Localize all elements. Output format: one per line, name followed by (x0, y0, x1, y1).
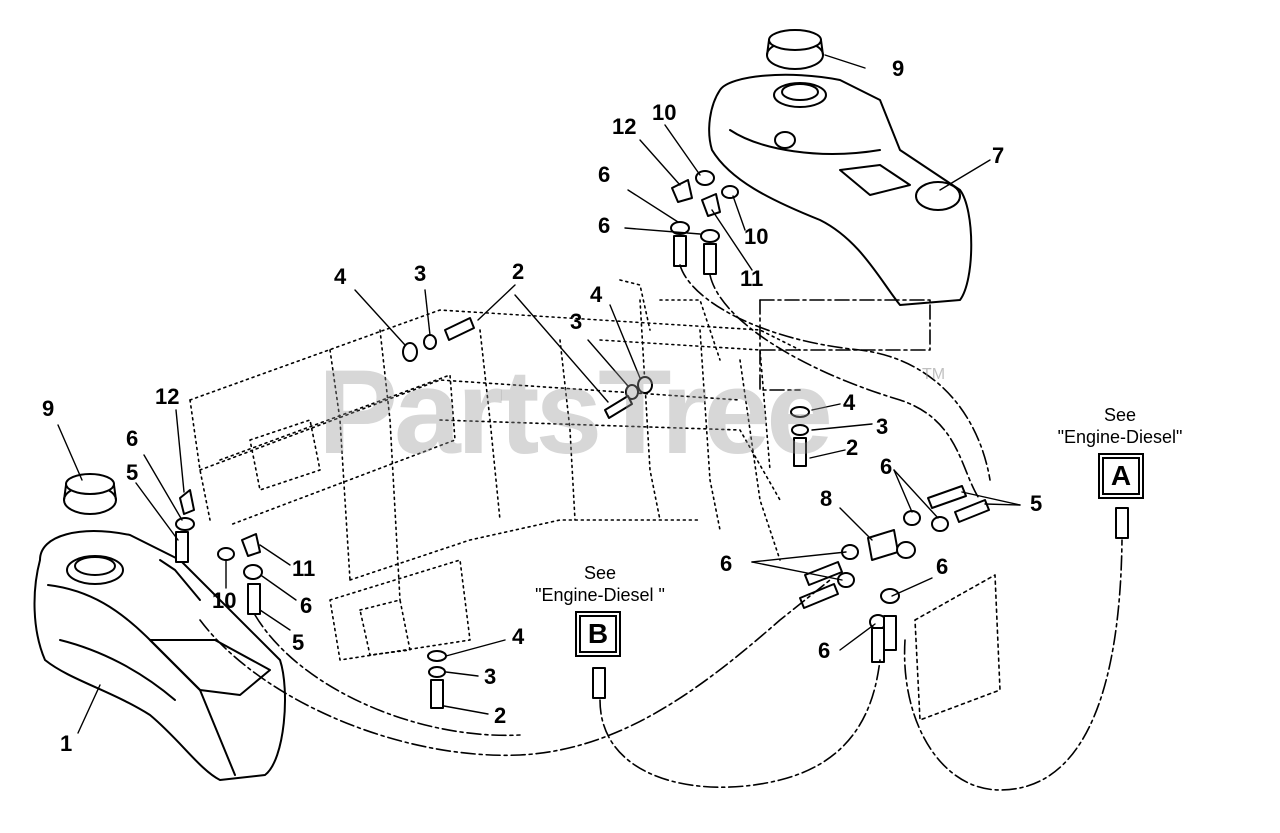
reference-b-box: B (575, 611, 621, 657)
callout-4-top-left: 4 (334, 264, 347, 289)
reference-a-label: See "Engine-Diesel" (1040, 405, 1200, 448)
callout-1: 1 (60, 731, 73, 756)
callout-5-left: 5 (126, 460, 139, 485)
leader-lines (57, 54, 1021, 734)
callout-6-right-lower: 6 (936, 554, 949, 579)
callout-3-right: 3 (876, 414, 889, 439)
callout-7: 7 (992, 143, 1005, 168)
fuel-lines (199, 264, 1123, 791)
callout-3-center: 3 (570, 309, 583, 334)
tee-fitting-clamps (592, 485, 1129, 699)
callout-2-top: 2 (512, 259, 525, 284)
callout-4-center: 4 (590, 282, 603, 307)
bolts-washers (402, 317, 810, 709)
right-fuel-cap (766, 29, 824, 70)
right-fittings (670, 170, 739, 275)
callout-10-top: 10 (652, 100, 677, 125)
callout-6-left-lower: 6 (300, 593, 313, 618)
chassis-frame (189, 279, 801, 661)
left-fuel-cap (63, 473, 117, 515)
callout-6-bottom-right: 6 (818, 638, 831, 663)
callout-12-right: 12 (612, 114, 637, 139)
callout-3-top-left: 3 (414, 261, 427, 286)
callout-6-top: 6 (598, 162, 611, 187)
callout-6-right-upper: 6 (880, 454, 893, 479)
callout-10-right: 10 (744, 224, 769, 249)
callout-4-bottom: 4 (512, 624, 525, 649)
reference-b-label: See "Engine-Diesel " (510, 563, 690, 606)
watermark-trademark: TM (922, 366, 946, 383)
callout-8: 8 (820, 486, 833, 511)
left-fittings (175, 489, 263, 615)
callout-11-left: 11 (292, 556, 316, 581)
reference-a-box: A (1098, 453, 1144, 499)
callout-5-right: 5 (1030, 491, 1043, 516)
watermark-logo: PartsTree (318, 345, 833, 479)
reference-b-see: See (583, 563, 617, 583)
reference-a-name: "Engine-Diesel" (1057, 426, 1183, 447)
callout-9-right: 9 (892, 56, 905, 81)
right-fuel-tank (708, 73, 973, 306)
callout-11-right: 11 (740, 266, 764, 291)
reference-a-see: See (1103, 405, 1137, 425)
callout-12-left: 12 (155, 384, 180, 409)
callout-6-left: 6 (126, 426, 139, 451)
callout-6-right-mid: 6 (720, 551, 733, 576)
callout-3-bottom: 3 (484, 664, 497, 689)
callout-4-right: 4 (843, 390, 856, 415)
callout-5-left-lower: 5 (292, 630, 305, 655)
reference-b-name: "Engine-Diesel " (535, 584, 665, 605)
callout-6-top-lower: 6 (598, 213, 611, 238)
side-panel (914, 574, 1001, 721)
callout-2-right: 2 (846, 435, 859, 460)
callout-10-left: 10 (212, 588, 237, 613)
callout-9-left: 9 (42, 396, 55, 421)
left-fuel-tank (33, 530, 286, 781)
callout-2-bottom: 2 (494, 703, 507, 728)
